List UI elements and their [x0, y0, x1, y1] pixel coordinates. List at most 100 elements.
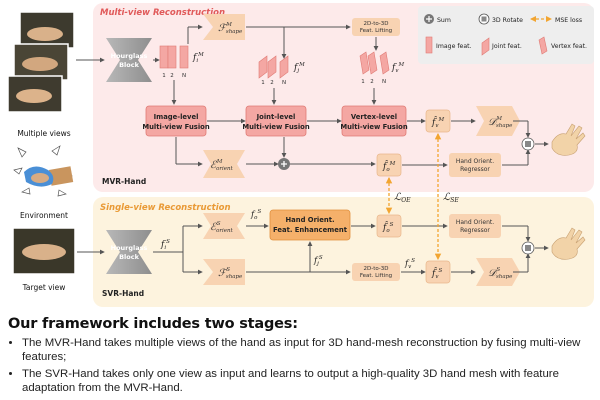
caption: Our framework includes two stages: The M…	[8, 314, 594, 398]
svg-text:Multi-view Fusion: Multi-view Fusion	[142, 123, 210, 131]
shape-encoder-svr	[203, 259, 245, 285]
svg-text:Hand Orient.: Hand Orient.	[456, 219, 494, 226]
svg-text:2D-to-3D: 2D-to-3D	[363, 266, 388, 272]
target-view-image	[12, 227, 76, 275]
svg-text:Block: Block	[119, 61, 140, 69]
sum-node-mvr	[278, 158, 290, 170]
svg-text:N: N	[382, 79, 386, 85]
environment-label: Environment	[20, 211, 68, 220]
vertex-feat-icon	[538, 36, 548, 55]
caption-heading: Our framework includes two stages:	[8, 316, 298, 332]
fv-S-hat-box	[425, 260, 451, 284]
svg-text:Joint-level: Joint-level	[256, 113, 296, 121]
svg-text:Feat. Lifting: Feat. Lifting	[360, 273, 392, 279]
caption-bullet-mvr: The MVR-Hand takes multiple views of the…	[22, 336, 594, 364]
svg-text:Regressor: Regressor	[460, 227, 490, 234]
symbol-d-shape-S: 𝒟shapeS	[488, 267, 513, 280]
svg-text:Hand Orient.: Hand Orient.	[456, 158, 494, 165]
symbol-fv-S: fvS	[404, 258, 415, 270]
svg-text:Vertex-level: Vertex-level	[351, 113, 397, 121]
svg-text:2: 2	[170, 73, 174, 79]
orient-encoder-mvr	[203, 150, 245, 178]
image-level-fusion	[145, 105, 207, 137]
svg-text:Hourglass: Hourglass	[111, 52, 148, 60]
joint-feature-stack-mvr	[258, 55, 289, 79]
symbol-fv-M-hat: f̂vM	[431, 116, 444, 129]
joint-level-fusion	[245, 105, 307, 137]
svg-text:Feat. Enhancement: Feat. Enhancement	[273, 226, 348, 234]
svg-text:1: 1	[361, 79, 365, 85]
symbol-f-shape-M: ℱshapeM	[218, 22, 243, 35]
symbol-fo-S-hat: f̂oS	[382, 221, 394, 234]
loss-oe-label: ℒOE	[394, 192, 411, 204]
hand-mesh-mvr	[551, 123, 586, 156]
legend-box	[418, 6, 594, 64]
svg-text:Image feat.: Image feat.	[436, 43, 472, 50]
rotate-node-svr	[521, 241, 535, 255]
hourglass-block-mvr	[106, 38, 152, 82]
rotate-node-mvr	[521, 137, 535, 151]
hand-mesh-svr	[551, 227, 586, 260]
environment-image	[13, 145, 74, 197]
rotate-icon	[478, 13, 490, 25]
multiple-views-images	[7, 11, 75, 113]
orient-encoder-svr	[203, 213, 245, 239]
caption-list: The MVR-Hand takes multiple views of the…	[8, 336, 594, 395]
symbol-fi-S: fiS	[160, 239, 170, 251]
svr-label: SVR-Hand	[102, 289, 144, 298]
fv-M-hat-box	[425, 109, 451, 133]
vertex-feature-stack-mvr	[359, 51, 390, 75]
svg-text:2: 2	[370, 79, 374, 85]
joint-feat-icon	[481, 37, 490, 56]
svg-text:Multi-view Fusion: Multi-view Fusion	[242, 123, 310, 131]
image-feat-icon	[425, 36, 433, 54]
svg-text:N: N	[182, 73, 186, 79]
caption-bullet-svr: The SVR-Hand takes only one view as inpu…	[22, 367, 594, 395]
svg-text:2: 2	[270, 80, 274, 86]
symbol-fo-M-hat: f̂oM	[382, 160, 396, 173]
symbol-f-shape-S: ℱshapeS	[218, 267, 243, 280]
target-view-label: Target view	[22, 283, 66, 292]
hand-orient-feat-enhancement	[269, 209, 351, 241]
hourglass-block-svr	[106, 230, 152, 274]
svg-text:Sum: Sum	[437, 17, 451, 24]
svg-text:Image-level: Image-level	[154, 113, 199, 121]
mvr-label: MVR-Hand	[102, 177, 146, 186]
shape-decoder-svr	[476, 258, 520, 286]
image-feature-stack-mvr	[159, 45, 189, 69]
loss-se-label: ℒSE	[443, 192, 459, 204]
svg-text:N: N	[282, 80, 286, 86]
hand-orient-regressor-svr	[449, 214, 501, 238]
svg-text:MSE loss: MSE loss	[555, 17, 582, 24]
symbol-fv-S-hat: f̂vS	[431, 267, 442, 280]
svg-text:Feat. Lifting: Feat. Lifting	[360, 28, 392, 34]
svg-text:3D Rotate: 3D Rotate	[492, 17, 523, 24]
svg-text:Hourglass: Hourglass	[111, 244, 148, 252]
svg-text:Multi-view Fusion: Multi-view Fusion	[340, 123, 408, 131]
symbol-fj-S: fjS	[313, 255, 323, 267]
hand-orient-regressor-mvr	[449, 153, 501, 177]
svg-text:Vertex feat.: Vertex feat.	[551, 43, 587, 50]
symbol-fo-S-raw: foS	[250, 209, 261, 221]
svg-text:Regressor: Regressor	[460, 166, 490, 173]
svg-text:Block: Block	[119, 253, 140, 261]
shape-encoder-mvr	[203, 14, 245, 40]
sum-icon	[424, 14, 434, 24]
svr-title: Single-view Reconstruction	[100, 203, 231, 213]
symbol-d-shape-M: 𝒟shapeM	[488, 116, 513, 129]
svg-text:Hand Orient.: Hand Orient.	[285, 216, 334, 224]
svg-text:Joint feat.: Joint feat.	[491, 43, 522, 50]
shape-decoder-mvr	[476, 106, 520, 136]
lifting-block-mvr	[352, 18, 400, 36]
symbol-fi-M: fiM	[192, 52, 204, 64]
multiple-views-label: Multiple views	[17, 129, 70, 138]
symbol-fj-M: fjM	[293, 62, 305, 74]
svg-text:1: 1	[162, 73, 166, 79]
mvr-title: Multi-view Reconstruction	[100, 8, 225, 18]
symbol-e-orient-M: ℰorientM	[210, 159, 234, 172]
symbol-fv-M: fvM	[391, 62, 404, 74]
vertex-level-fusion	[341, 105, 407, 137]
framework-diagram: Multi-view Reconstruction Single-view Re…	[7, 3, 594, 307]
svg-text:2D-to-3D: 2D-to-3D	[363, 21, 388, 27]
fo-M-hat-box	[376, 153, 402, 177]
